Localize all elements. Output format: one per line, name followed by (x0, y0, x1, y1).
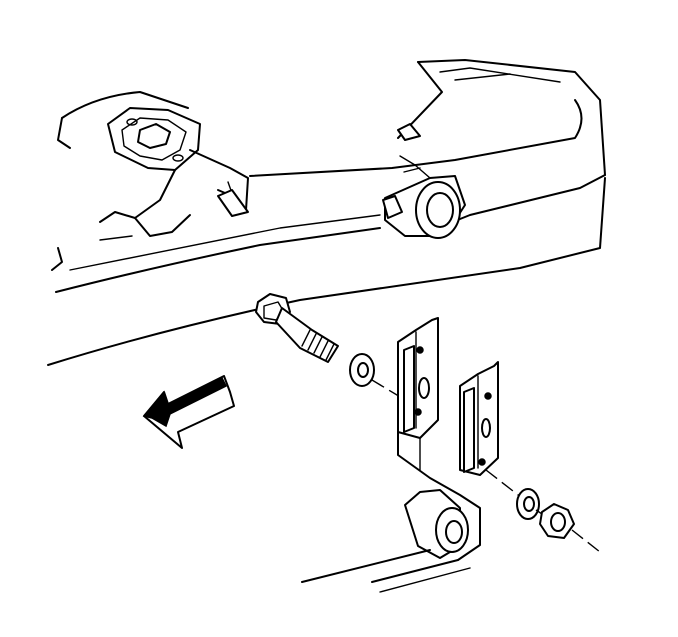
spring-eye-bushing (301, 489, 471, 593)
washer (349, 353, 403, 399)
forward-arrow (142, 375, 235, 449)
nut (485, 469, 601, 553)
crossmember-mount (99, 107, 249, 237)
outer-bracket (397, 317, 481, 561)
bolt (255, 293, 339, 363)
frame-rail (47, 59, 606, 366)
rail-bushing (382, 155, 466, 239)
inner-bracket (459, 361, 499, 476)
